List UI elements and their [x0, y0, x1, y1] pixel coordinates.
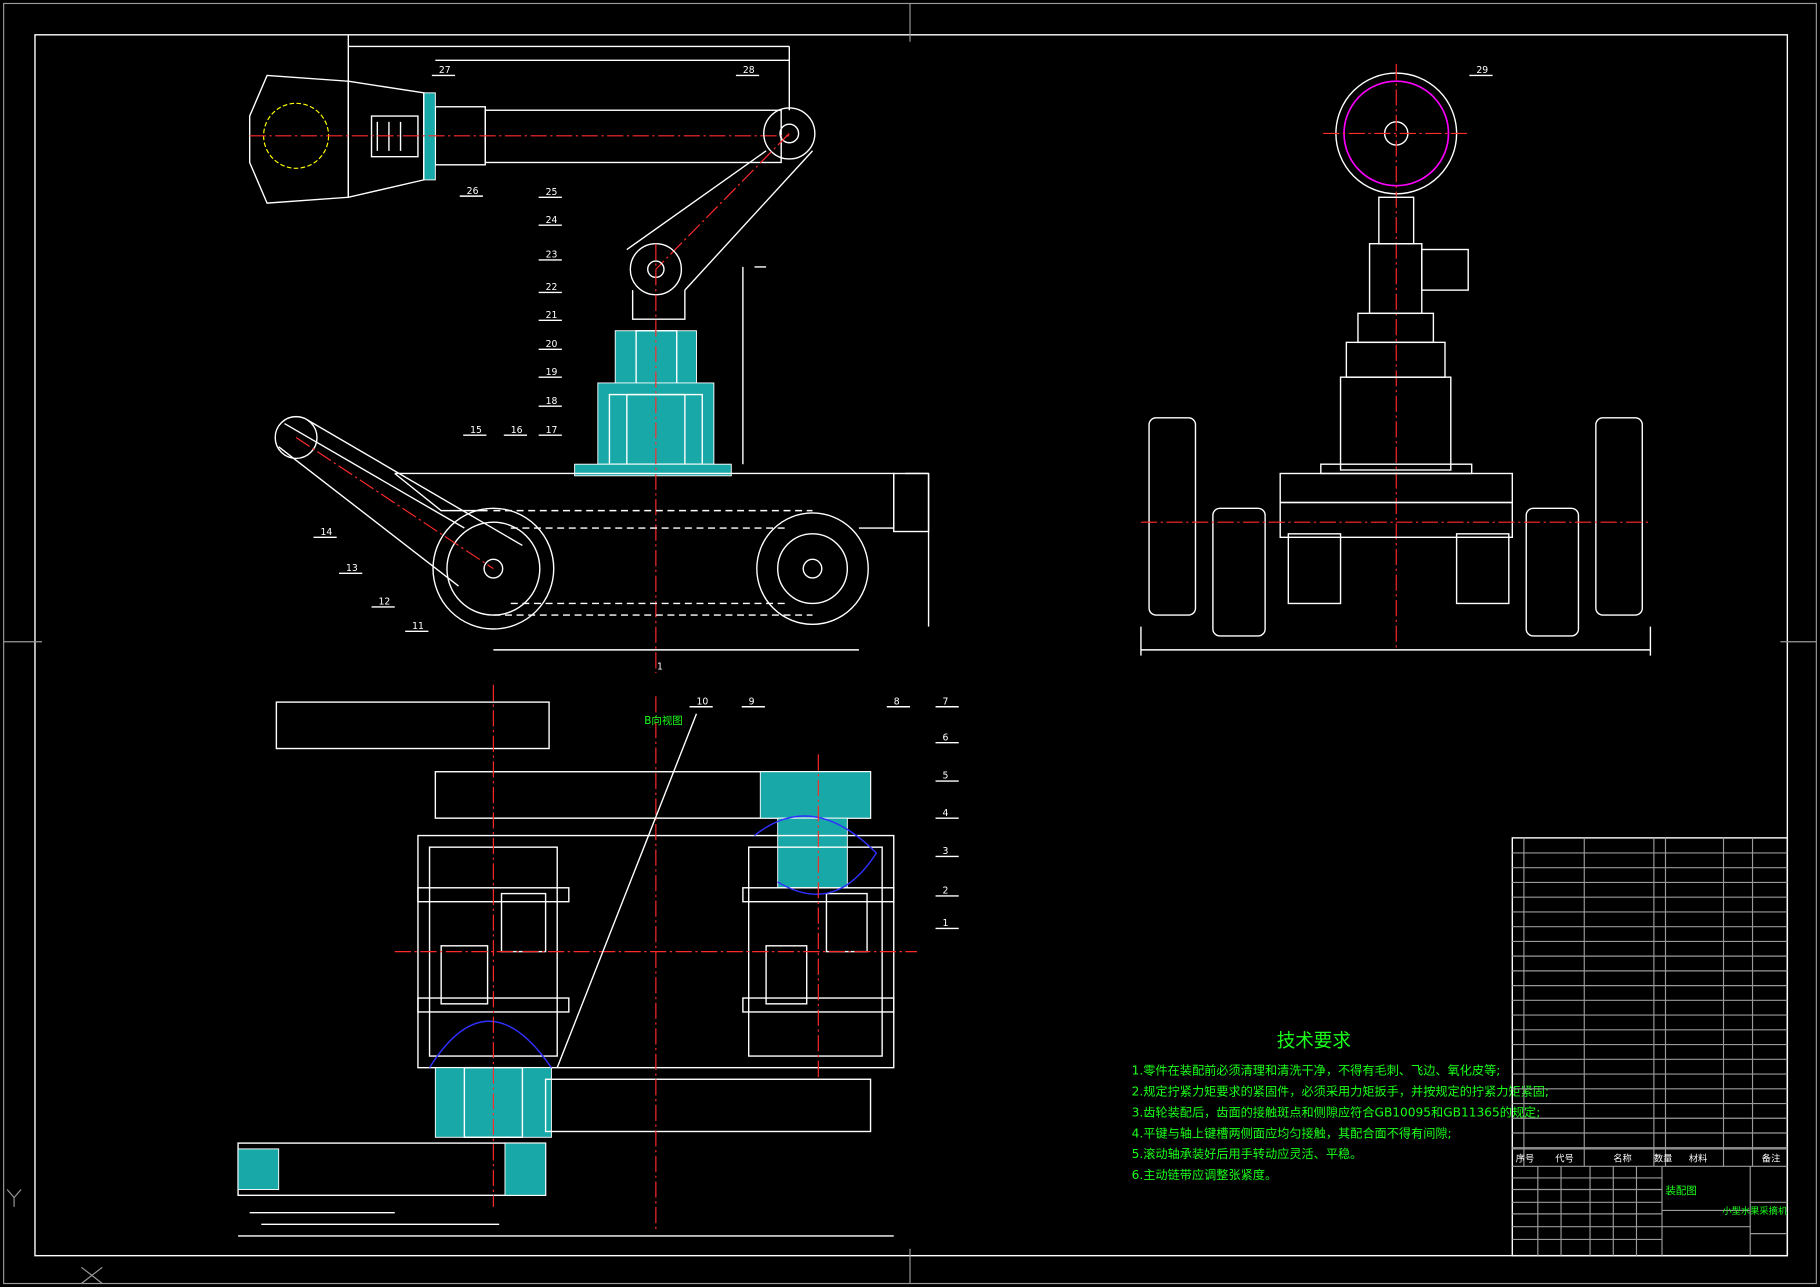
part-number-4: 4	[942, 808, 948, 819]
drawing-type: 装配图	[1665, 1184, 1696, 1197]
part-number-19: 19	[546, 367, 558, 378]
section-mark: 1	[657, 662, 663, 673]
part-number-26: 26	[467, 186, 479, 197]
tech-req-item: 5.滚动轴承装好后用手转动应灵活、平稳。	[1132, 1146, 1363, 1161]
header-index: 序号	[1516, 1153, 1535, 1165]
part-number-6: 6	[942, 732, 948, 743]
part-number-18: 18	[546, 396, 558, 407]
parts-list-header: 序号 代号 名称 数量 材料 备注	[1516, 1153, 1781, 1165]
part-number-22: 22	[546, 282, 558, 293]
part-number-21: 21	[546, 310, 558, 321]
part-number-28: 28	[743, 65, 755, 76]
part-number-29: 29	[1476, 65, 1488, 76]
part-number-1: 1	[942, 918, 948, 929]
header-remarks: 备注	[1762, 1153, 1781, 1165]
part-number-13: 13	[346, 563, 358, 574]
technical-requirements: 技术要求 1.零件在装配前必须清理和清洗干净，不得有毛刺、飞边、氧化皮等; 2.…	[1132, 1031, 1549, 1182]
part-number-8: 8	[894, 696, 900, 707]
b-direction-view	[237, 684, 917, 1237]
part-number-11: 11	[412, 621, 424, 632]
part-number-16: 16	[511, 425, 523, 436]
tech-req-item: 2.规定拧紧力矩要求的紧固件，必须采用力矩扳手，并按规定的拧紧力矩紧固;	[1132, 1084, 1549, 1099]
part-number-25: 25	[546, 187, 558, 198]
part-number-14: 14	[320, 527, 332, 538]
part-number-17: 17	[546, 425, 558, 436]
part-number-24: 24	[546, 215, 558, 226]
header-qty: 数量	[1654, 1153, 1673, 1165]
tech-req-item: 4.平键与轴上键槽两侧面应均匀接触，其配合面不得有间隙;	[1132, 1125, 1452, 1140]
part-number-10: 10	[696, 696, 708, 707]
tech-req-title: 技术要求	[1277, 1031, 1351, 1052]
part-number-15: 15	[470, 425, 482, 436]
view-label: B向视图	[644, 714, 682, 727]
front-view	[248, 34, 930, 674]
header-code: 代号	[1555, 1154, 1574, 1165]
parts-list	[1512, 837, 1788, 1167]
part-number-9: 9	[749, 696, 755, 707]
part-number-23: 23	[546, 250, 558, 261]
part-number-27: 27	[439, 65, 451, 76]
part-number-7: 7	[942, 696, 948, 707]
header-name: 名称	[1613, 1153, 1632, 1165]
title-block: 序号 代号 名称 数量 材料 备注 装配图 小型水果采摘机	[1511, 837, 1789, 1257]
tech-req-item: 3.齿轮装配后，齿面的接触斑点和侧隙应符合GB10095和GB11365的规定;	[1132, 1104, 1541, 1119]
side-view	[1140, 63, 1652, 656]
part-number-3: 3	[942, 846, 948, 857]
product-name: 小型水果采摘机	[1722, 1205, 1788, 1217]
drawing-frame	[3, 2, 1817, 1285]
tech-req-item: 6.主动链带应调整张紧度。	[1132, 1167, 1278, 1182]
part-number-12: 12	[378, 597, 390, 608]
part-number-20: 20	[546, 339, 558, 350]
part-number-5: 5	[942, 771, 948, 782]
header-material: 材料	[1689, 1153, 1708, 1165]
part-number-2: 2	[942, 886, 948, 897]
tech-req-item: 1.零件在装配前必须清理和清洗干净，不得有毛刺、飞边、氧化皮等;	[1132, 1063, 1501, 1078]
